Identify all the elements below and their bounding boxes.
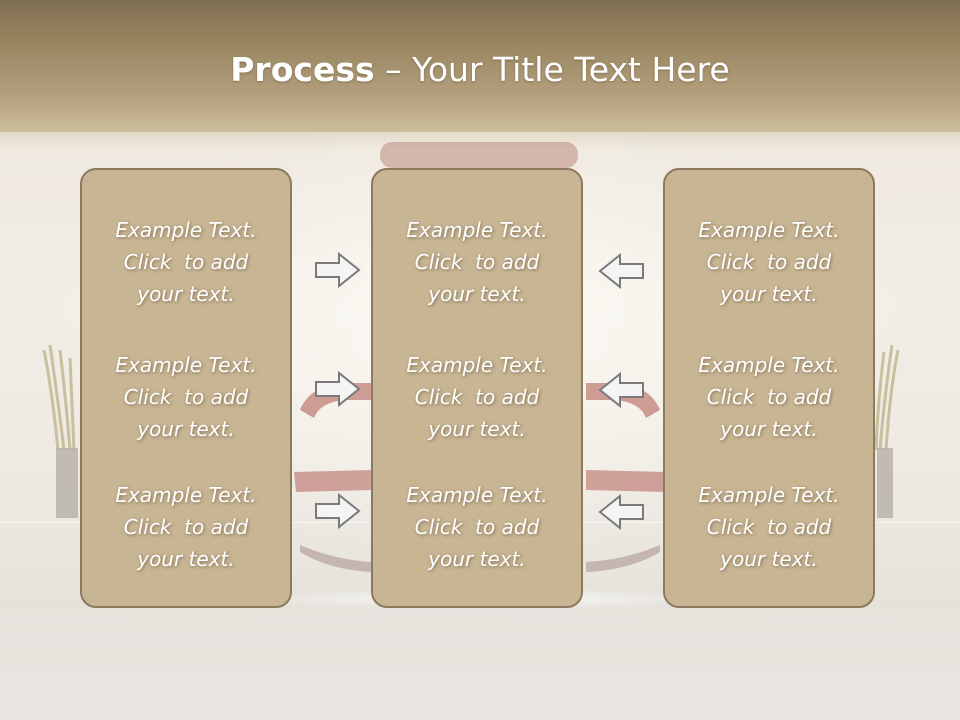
text-line: Click to add	[706, 250, 832, 274]
plant-right-icon	[874, 344, 900, 451]
arrow-right-icon	[315, 370, 361, 408]
text-placeholder[interactable]: Example Text. Click to add your text.	[373, 349, 581, 445]
text-placeholder[interactable]: Example Text. Click to add your text.	[82, 479, 290, 575]
text-line: Example Text.	[115, 218, 257, 242]
arrow-left-icon	[598, 493, 644, 531]
panel-middle: Example Text. Click to add your text. Ex…	[371, 168, 583, 608]
text-line: Example Text.	[698, 218, 840, 242]
arrow-right-icon	[315, 492, 361, 530]
text-line: Click to add	[123, 250, 249, 274]
car-bumper-left	[294, 470, 372, 492]
text-placeholder[interactable]: Example Text. Click to add your text.	[665, 214, 873, 310]
text-line: Click to add	[123, 515, 249, 539]
text-line: your text.	[720, 282, 818, 306]
text-line: Example Text.	[698, 353, 840, 377]
plant-left-icon	[42, 344, 76, 451]
text-line: Example Text.	[115, 483, 257, 507]
text-line: your text.	[137, 547, 235, 571]
text-placeholder[interactable]: Example Text. Click to add your text.	[373, 479, 581, 575]
car-base-left	[300, 545, 372, 572]
text-line: your text.	[137, 417, 235, 441]
text-placeholder[interactable]: Example Text. Click to add your text.	[82, 349, 290, 445]
header-band	[0, 0, 960, 132]
text-line: your text.	[137, 282, 235, 306]
title-rest: – Your Title Text Here	[374, 50, 730, 89]
pot-left	[56, 448, 78, 518]
text-line: Click to add	[414, 515, 540, 539]
text-line: your text.	[428, 417, 526, 441]
text-line: Click to add	[123, 385, 249, 409]
text-line: your text.	[428, 547, 526, 571]
title-bold: Process	[230, 50, 375, 89]
slide-title[interactable]: Process – Your Title Text Here	[0, 50, 960, 89]
arrow-right-icon	[315, 251, 361, 289]
car-roof-shape	[380, 142, 578, 168]
text-line: Example Text.	[406, 218, 548, 242]
text-placeholder[interactable]: Example Text. Click to add your text.	[665, 479, 873, 575]
car-bumper-right	[586, 470, 666, 492]
car-base-right	[586, 545, 660, 572]
panel-left: Example Text. Click to add your text. Ex…	[80, 168, 292, 608]
text-placeholder[interactable]: Example Text. Click to add your text.	[373, 214, 581, 310]
arrow-left-icon	[598, 252, 644, 290]
text-line: Example Text.	[115, 353, 257, 377]
text-line: Example Text.	[406, 483, 548, 507]
pot-right	[877, 448, 893, 518]
text-line: Click to add	[414, 385, 540, 409]
text-placeholder[interactable]: Example Text. Click to add your text.	[82, 214, 290, 310]
text-line: Click to add	[706, 515, 832, 539]
text-line: your text.	[720, 417, 818, 441]
text-placeholder[interactable]: Example Text. Click to add your text.	[665, 349, 873, 445]
panel-right: Example Text. Click to add your text. Ex…	[663, 168, 875, 608]
text-line: your text.	[428, 282, 526, 306]
arrow-left-icon	[598, 371, 644, 409]
text-line: Example Text.	[406, 353, 548, 377]
text-line: Click to add	[414, 250, 540, 274]
text-line: Example Text.	[698, 483, 840, 507]
text-line: your text.	[720, 547, 818, 571]
text-line: Click to add	[706, 385, 832, 409]
